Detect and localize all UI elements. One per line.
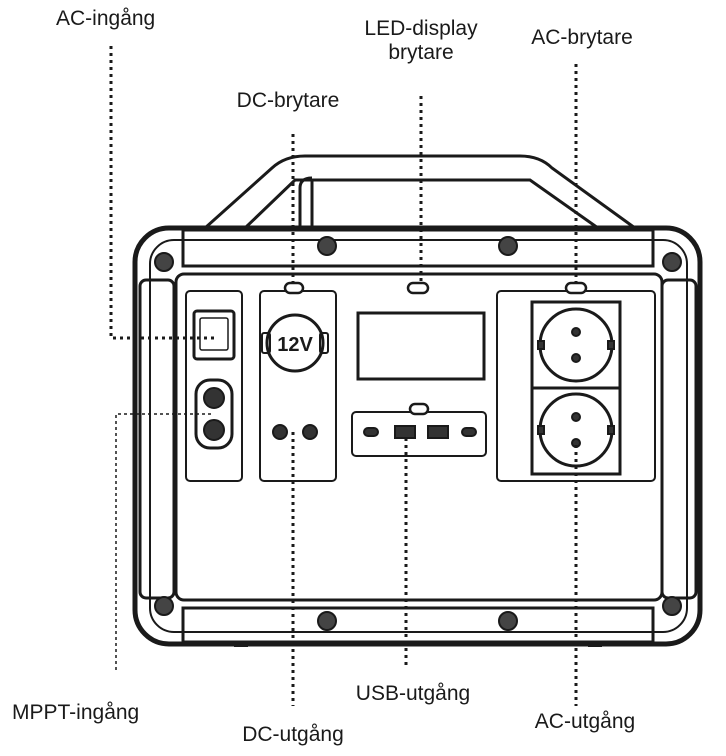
mppt-connector-icon	[203, 387, 225, 409]
label-led-display-line1: LED-display	[364, 17, 478, 40]
ac-output-panel	[496, 281, 656, 482]
mppt-connector-icon	[203, 419, 225, 441]
label-ac-switch: AC-brytare	[531, 26, 633, 49]
device-body	[132, 225, 703, 647]
dc-port-icon	[302, 424, 318, 440]
usb-c-port-icon	[461, 427, 477, 437]
screw-icon	[317, 611, 337, 631]
usb-panel	[351, 402, 487, 457]
label-ac-output: AC-utgång	[534, 710, 636, 733]
ac-input-socket	[192, 309, 236, 361]
mppt-leader-line	[115, 413, 214, 670]
ac-switch	[564, 281, 588, 295]
screw-icon	[498, 611, 518, 631]
usb-c-port-icon	[363, 427, 379, 437]
screw-icon	[154, 252, 174, 272]
led-display	[356, 281, 486, 381]
feet	[234, 642, 602, 647]
screws	[154, 236, 682, 631]
screw-icon	[662, 252, 682, 272]
label-usb-output: USB-utgång	[355, 682, 471, 705]
label-ac-input: AC-ingång	[56, 7, 156, 30]
screw-icon	[662, 596, 682, 616]
car-socket	[265, 313, 325, 373]
label-led-display-line2: brytare	[388, 41, 454, 65]
usb-a-port-icon	[394, 425, 416, 439]
usb-switch	[408, 402, 430, 416]
label-dc-switch: DC-brytare	[236, 89, 340, 112]
dc-panel	[259, 281, 337, 482]
screw-icon	[498, 236, 518, 256]
dc-socket-label: 12V	[277, 334, 313, 356]
outlet-icon	[538, 307, 614, 383]
screw-icon	[317, 236, 337, 256]
leader-lines	[109, 46, 578, 706]
screw-icon	[154, 596, 174, 616]
display-switch	[406, 281, 430, 295]
ac-input-panel	[185, 290, 243, 482]
label-mppt-input: MPPT-ingång	[12, 701, 140, 724]
label-dc-output: DC-utgång	[242, 723, 344, 746]
usb-a-port-icon	[427, 425, 449, 439]
dc-switch	[283, 281, 305, 295]
dc-port-icon	[272, 424, 288, 440]
outlet-icon	[538, 392, 614, 468]
label-led-display-switch: LED-display brytare	[364, 17, 477, 65]
